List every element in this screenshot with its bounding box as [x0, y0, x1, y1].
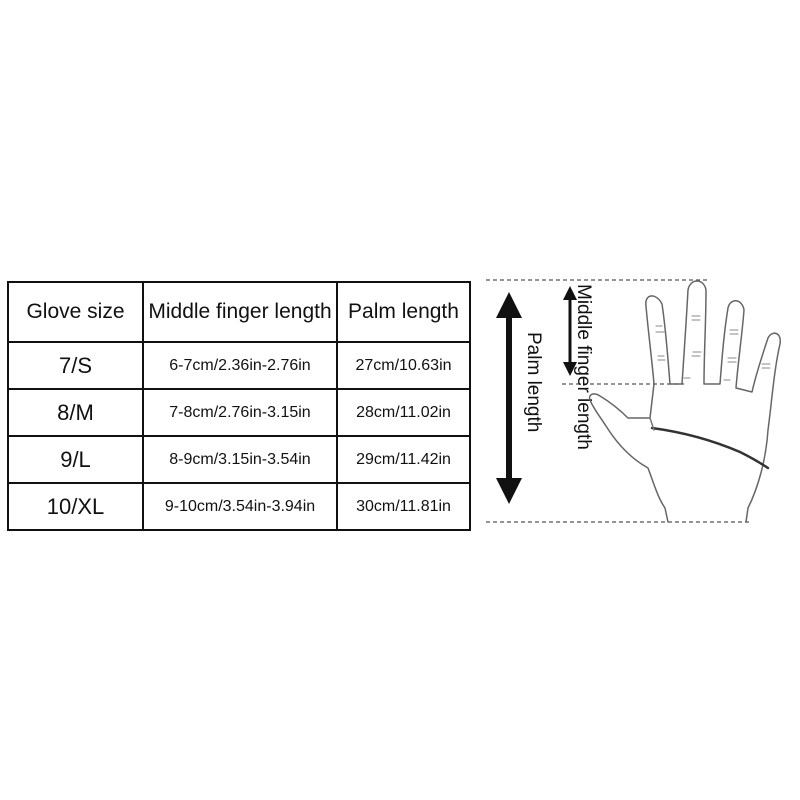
table-row: 8/M 7-8cm/2.76in-3.15in 28cm/11.02in: [7, 388, 471, 437]
table-row: 10/XL 9-10cm/3.54in-3.94in 30cm/11.81in: [7, 482, 471, 531]
table-row: 9/L 8-9cm/3.15in-3.54in 29cm/11.42in: [7, 435, 471, 484]
glove-size-cell: 7/S: [7, 341, 144, 390]
hand-diagram-svg: Palm length Middle finger length: [486, 279, 781, 523]
table-header-row: Glove size Middle finger length Palm len…: [7, 281, 471, 343]
guide-lines: [486, 279, 750, 523]
palm-length-cell: 30cm/11.81in: [336, 482, 471, 531]
hand-outline-icon: [588, 280, 781, 523]
glove-size-cell: 9/L: [7, 435, 144, 484]
palm-length-label: Palm length: [523, 332, 544, 432]
middle-finger-length-label: Middle finger length: [573, 284, 594, 450]
header-middle-finger-length: Middle finger length: [142, 281, 338, 343]
middle-finger-cell: 9-10cm/3.54in-3.94in: [142, 482, 338, 531]
palm-length-cell: 27cm/10.63in: [336, 341, 471, 390]
table-row: 7/S 6-7cm/2.36in-2.76in 27cm/10.63in: [7, 341, 471, 390]
palm-length-arrow-icon: [496, 292, 522, 504]
middle-finger-cell: 7-8cm/2.76in-3.15in: [142, 388, 338, 437]
size-chart-table: Glove size Middle finger length Palm len…: [7, 281, 471, 531]
hand-measurement-diagram: Palm length Middle finger length: [478, 260, 800, 540]
middle-finger-arrow-icon: [563, 286, 577, 376]
middle-finger-cell: 6-7cm/2.36in-2.76in: [142, 341, 338, 390]
glove-size-cell: 8/M: [7, 388, 144, 437]
palm-length-cell: 28cm/11.02in: [336, 388, 471, 437]
header-glove-size: Glove size: [7, 281, 144, 343]
glove-size-cell: 10/XL: [7, 482, 144, 531]
palm-length-cell: 29cm/11.42in: [336, 435, 471, 484]
middle-finger-cell: 8-9cm/3.15in-3.54in: [142, 435, 338, 484]
header-palm-length: Palm length: [336, 281, 471, 343]
